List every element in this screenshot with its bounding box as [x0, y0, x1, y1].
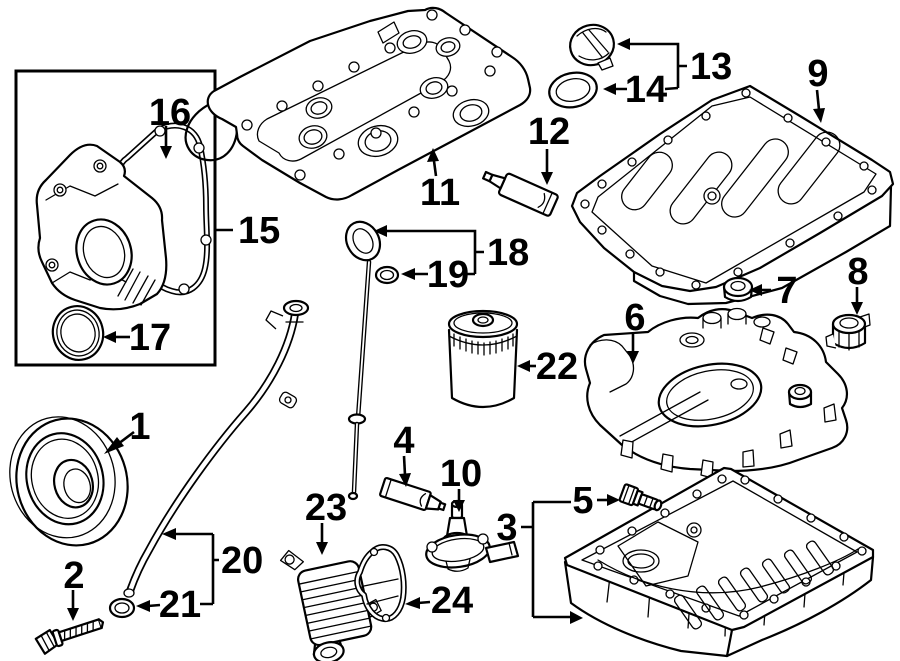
callout-7[interactable]: 7 [749, 270, 798, 312]
callout-14[interactable]: 14 [603, 69, 679, 111]
callout-label-6: 6 [624, 297, 645, 339]
callout-4[interactable]: 4 [393, 420, 415, 487]
part-filler-cap-seal[interactable] [546, 68, 600, 111]
callout-label-17: 17 [129, 317, 171, 359]
arrow-4 [399, 473, 411, 487]
callout-label-7: 7 [776, 270, 797, 312]
baffle-clip-tabs [620, 327, 837, 479]
arrow-23 [316, 542, 328, 555]
callout-label-15: 15 [238, 210, 280, 252]
part-sealant-tube-upper[interactable] [480, 165, 559, 217]
callout-label-9: 9 [807, 53, 828, 95]
callout-21[interactable]: 21 [136, 584, 201, 626]
callouts: 1 2 3 4 5 6 7 [63, 38, 869, 626]
part-dipstick-guide-tube[interactable] [123, 299, 310, 598]
callout-9[interactable]: 9 [807, 53, 829, 123]
callout-label-24: 24 [431, 580, 473, 622]
arrow-7 [749, 284, 762, 296]
part-lower-oil-pan[interactable] [563, 466, 875, 658]
callout-label-14: 14 [625, 69, 667, 111]
arrow-12 [541, 172, 553, 185]
arrow-8 [851, 302, 863, 315]
callout-19[interactable]: 19 [401, 254, 475, 296]
part-oil-level-sensor[interactable] [424, 499, 520, 572]
arrow-3 [570, 611, 583, 624]
callout-3[interactable]: 3 [496, 500, 583, 624]
part-seal-grommet[interactable] [722, 276, 754, 303]
arrow-19 [401, 268, 415, 280]
callout-17[interactable]: 17 [103, 317, 171, 359]
arrow-22 [517, 360, 530, 372]
arrow-10 [453, 500, 465, 512]
arrow-9 [813, 108, 825, 123]
callout-18[interactable]: 18 [374, 225, 529, 274]
upper-pan-bolt-holes [580, 88, 877, 290]
part-oil-cooler-gasket[interactable] [354, 544, 407, 623]
callout-label-5: 5 [572, 480, 593, 522]
arrow-17 [103, 331, 116, 343]
callout-label-13: 13 [690, 46, 732, 88]
callout-label-20: 20 [221, 540, 263, 582]
callout-label-23: 23 [305, 487, 347, 529]
callout-label-3: 3 [496, 507, 517, 549]
part-timing-cover[interactable] [35, 143, 168, 311]
callout-5[interactable]: 5 [572, 480, 620, 522]
arrow-21 [136, 600, 150, 612]
callout-6[interactable]: 6 [624, 297, 646, 364]
arrow-20 [162, 528, 176, 540]
arrow-16 [160, 146, 172, 159]
callout-label-18: 18 [487, 232, 529, 274]
callout-1[interactable]: 1 [104, 406, 151, 454]
callout-23[interactable]: 23 [305, 487, 347, 555]
callout-label-4: 4 [393, 420, 414, 462]
part-dipstick-o-ring[interactable] [374, 265, 400, 285]
arrow-24 [405, 597, 420, 609]
arrow-6 [627, 351, 639, 364]
callout-label-16: 16 [149, 92, 191, 134]
callout-10[interactable]: 10 [440, 453, 482, 512]
lower-pan-ribs [673, 540, 835, 630]
part-pulley-bolt[interactable] [34, 614, 107, 655]
callout-label-21: 21 [159, 584, 201, 626]
callout-label-2: 2 [63, 555, 84, 597]
arrow-2 [67, 608, 79, 621]
callout-label-8: 8 [847, 251, 868, 293]
part-oil-filter[interactable] [447, 309, 519, 408]
callout-15[interactable]: 15 [216, 210, 280, 252]
part-crankshaft-seal[interactable] [47, 300, 109, 365]
callout-16[interactable]: 16 [149, 92, 191, 159]
part-oil-drain-plug[interactable] [618, 483, 664, 515]
callout-label-1: 1 [129, 406, 150, 448]
arrow-13 [617, 38, 630, 50]
callout-24[interactable]: 24 [405, 580, 473, 622]
part-sealing-valve[interactable] [825, 313, 871, 351]
arrow-11 [427, 148, 439, 162]
callout-12[interactable]: 12 [528, 111, 570, 185]
callout-13[interactable]: 13 [617, 38, 732, 88]
part-oil-pan-baffle[interactable] [583, 307, 849, 479]
part-upper-oil-pan[interactable] [570, 84, 895, 306]
arrow-5 [607, 494, 620, 506]
valve-cover-bolt-bosses [241, 9, 503, 181]
callout-label-12: 12 [528, 111, 570, 153]
callout-label-19: 19 [427, 254, 469, 296]
part-oil-filler-cap[interactable] [566, 20, 619, 71]
callout-label-11: 11 [420, 172, 460, 214]
arrow-1 [104, 437, 124, 454]
callout-label-22: 22 [536, 346, 578, 388]
part-tube-o-ring[interactable] [108, 597, 136, 619]
callout-label-10: 10 [440, 453, 482, 495]
part-oil-dipstick[interactable] [339, 216, 386, 501]
part-crankshaft-pulley[interactable] [0, 402, 142, 559]
callout-22[interactable]: 22 [517, 346, 578, 388]
callout-2[interactable]: 2 [63, 555, 85, 621]
callout-8[interactable]: 8 [847, 251, 869, 315]
part-sealant-tube-lower[interactable] [379, 476, 448, 516]
part-valve-cover[interactable] [184, 6, 532, 201]
callout-20[interactable]: 20 [162, 528, 263, 606]
callout-11[interactable]: 11 [420, 148, 460, 214]
arrow-18 [374, 225, 387, 237]
arrow-14 [603, 83, 616, 95]
